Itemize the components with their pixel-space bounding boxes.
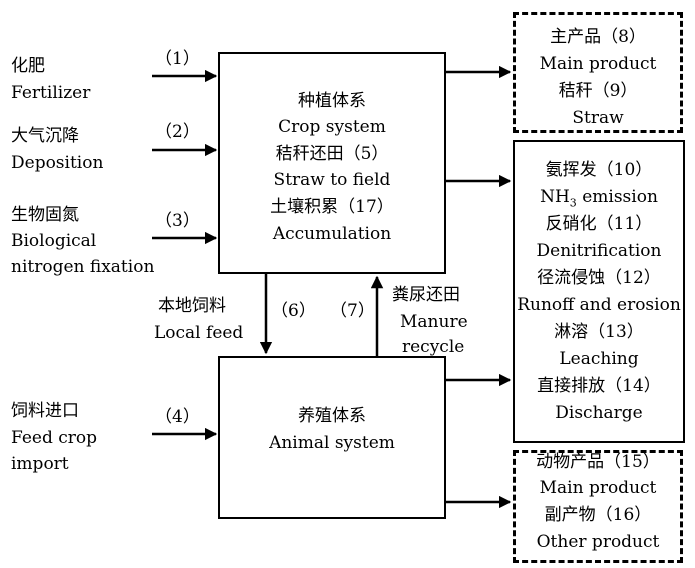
feed-import-number: （4）: [155, 407, 200, 427]
manure-label-en2: recycle: [402, 337, 465, 357]
deposition-label-zh: 大气沉降: [11, 126, 79, 146]
main-product-en: Main product: [539, 54, 657, 74]
animal-system-title-en: Animal system: [269, 433, 395, 453]
manure-number: （7）: [330, 301, 375, 321]
animal-system-box: [218, 356, 446, 519]
crop-system-box: [218, 52, 446, 274]
discharge-en: Discharge: [555, 403, 643, 423]
fertilizer-label-zh: 化肥: [11, 56, 45, 76]
ammonia-emission-en: NH3 emission: [540, 187, 658, 210]
losses-box: [513, 140, 685, 443]
feed-import-label-zh: 饲料进口: [11, 401, 79, 421]
straw-output-en: Straw: [572, 108, 624, 128]
straw-to-field-en: Straw to field: [273, 170, 391, 190]
runoff-erosion-en: Runoff and erosion: [517, 295, 681, 315]
other-product-zh: 副产物（16）: [544, 505, 652, 525]
fertilizer-label-en: Fertilizer: [11, 83, 91, 103]
biological-number: （3）: [155, 211, 200, 231]
deposition-number: （2）: [155, 122, 200, 142]
leaching-en: Leaching: [559, 349, 639, 369]
runoff-erosion-zh: 径流侵蚀（12）: [537, 268, 661, 288]
animal-product-en: Main product: [539, 478, 657, 498]
deposition-label-en: Deposition: [11, 153, 104, 173]
straw-to-field-zh: 秸秆还田（5）: [275, 144, 389, 164]
biological-label-en2: nitrogen fixation: [11, 257, 155, 277]
biological-label-en1: Biological: [11, 231, 97, 251]
straw-output-zh: 秸秆（9）: [558, 81, 638, 101]
denitrification-en: Denitrification: [536, 241, 662, 261]
local-feed-label-en: Local feed: [154, 323, 244, 343]
feed-import-label-en2: import: [11, 454, 69, 474]
biological-label-zh: 生物固氮: [11, 205, 79, 225]
animal-system-title-zh: 养殖体系: [298, 406, 366, 426]
local-feed-number: （6）: [271, 301, 316, 321]
crop-outputs-box: [513, 12, 683, 133]
animal-product-zh: 动物产品（15）: [536, 452, 660, 472]
accumulation-zh: 土壤积累（17）: [270, 197, 394, 217]
ammonia-emission-zh: 氨挥发（10）: [545, 160, 653, 180]
crop-system-title-zh: 种植体系: [298, 91, 366, 111]
feed-import-label-en1: Feed crop: [11, 428, 98, 448]
other-product-en: Other product: [536, 532, 660, 552]
local-feed-label-zh: 本地饲料: [158, 296, 226, 316]
animal-outputs-box: [513, 450, 683, 563]
discharge-zh: 直接排放（14）: [537, 376, 661, 396]
fertilizer-number: （1）: [155, 49, 200, 69]
accumulation-en: Accumulation: [272, 224, 392, 244]
manure-label-en1: Manure: [400, 312, 468, 332]
main-product-zh: 主产品（8）: [550, 27, 646, 47]
crop-system-title-en: Crop system: [278, 117, 386, 137]
manure-label-zh: 粪尿还田: [392, 285, 460, 305]
denitrification-zh: 反硝化（11）: [545, 214, 653, 234]
leaching-zh: 淋溶（13）: [554, 322, 644, 342]
